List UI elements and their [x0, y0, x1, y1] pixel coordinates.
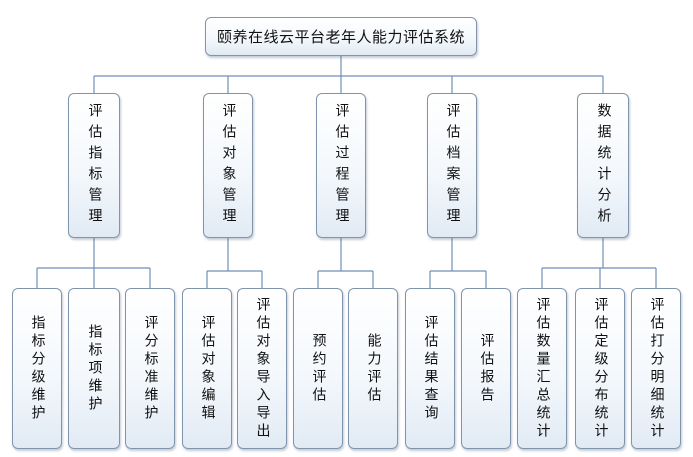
leaf-count-summary-statistics: 评估数量汇总统计: [517, 288, 567, 449]
module-label: 评估过程管理: [333, 102, 350, 229]
module-label: 数据统计分析: [595, 102, 612, 229]
leaf-label: 评估对象编辑: [199, 314, 216, 423]
leaf-label: 评估打分明细统计: [648, 296, 665, 441]
module-subject-management: 评估对象管理: [203, 93, 253, 238]
leaf-label: 评估定级分布统计: [592, 296, 609, 441]
module-statistics-analysis: 数据统计分析: [577, 93, 629, 238]
root-node: 颐养在线云平台老年人能力评估系统: [205, 17, 477, 56]
leaf-label: 评分标准维护: [142, 314, 159, 423]
leaf-indicator-item-maintenance: 指标项维护: [68, 288, 120, 449]
leaf-scoring-standard-maintenance: 评分标准维护: [125, 288, 175, 449]
leaf-label: 指标项维护: [86, 323, 103, 414]
module-label: 评估档案管理: [444, 102, 461, 229]
leaf-label: 预约评估: [310, 332, 327, 405]
leaf-label: 评估报告: [478, 332, 495, 405]
leaf-label: 评估结果查询: [422, 314, 439, 423]
leaf-subject-edit: 评估对象编辑: [182, 288, 232, 449]
leaf-subject-import-export: 评估对象导入导出: [237, 288, 287, 449]
leaf-label: 评估数量汇总统计: [534, 296, 551, 441]
module-process-management: 评估过程管理: [316, 93, 366, 238]
leaf-indicator-level-maintenance: 指标分级维护: [12, 288, 62, 449]
leaf-assessment-report: 评估报告: [461, 288, 511, 449]
leaf-label: 能力评估: [365, 332, 382, 405]
leaf-grade-distribution-statistics: 评估定级分布统计: [575, 288, 625, 449]
leaf-appointment-assessment: 预约评估: [293, 288, 343, 449]
root-label: 颐养在线云平台老年人能力评估系统: [216, 28, 465, 46]
module-archive-management: 评估档案管理: [427, 93, 477, 238]
module-label: 评估对象管理: [220, 102, 237, 229]
leaf-ability-assessment: 能力评估: [348, 288, 398, 449]
leaf-result-query: 评估结果查询: [405, 288, 455, 449]
module-indicator-management: 评估指标管理: [68, 93, 120, 238]
leaf-label: 指标分级维护: [29, 314, 46, 423]
leaf-label: 评估对象导入导出: [254, 296, 271, 441]
leaf-score-detail-statistics: 评估打分明细统计: [631, 288, 681, 449]
module-label: 评估指标管理: [86, 102, 103, 229]
